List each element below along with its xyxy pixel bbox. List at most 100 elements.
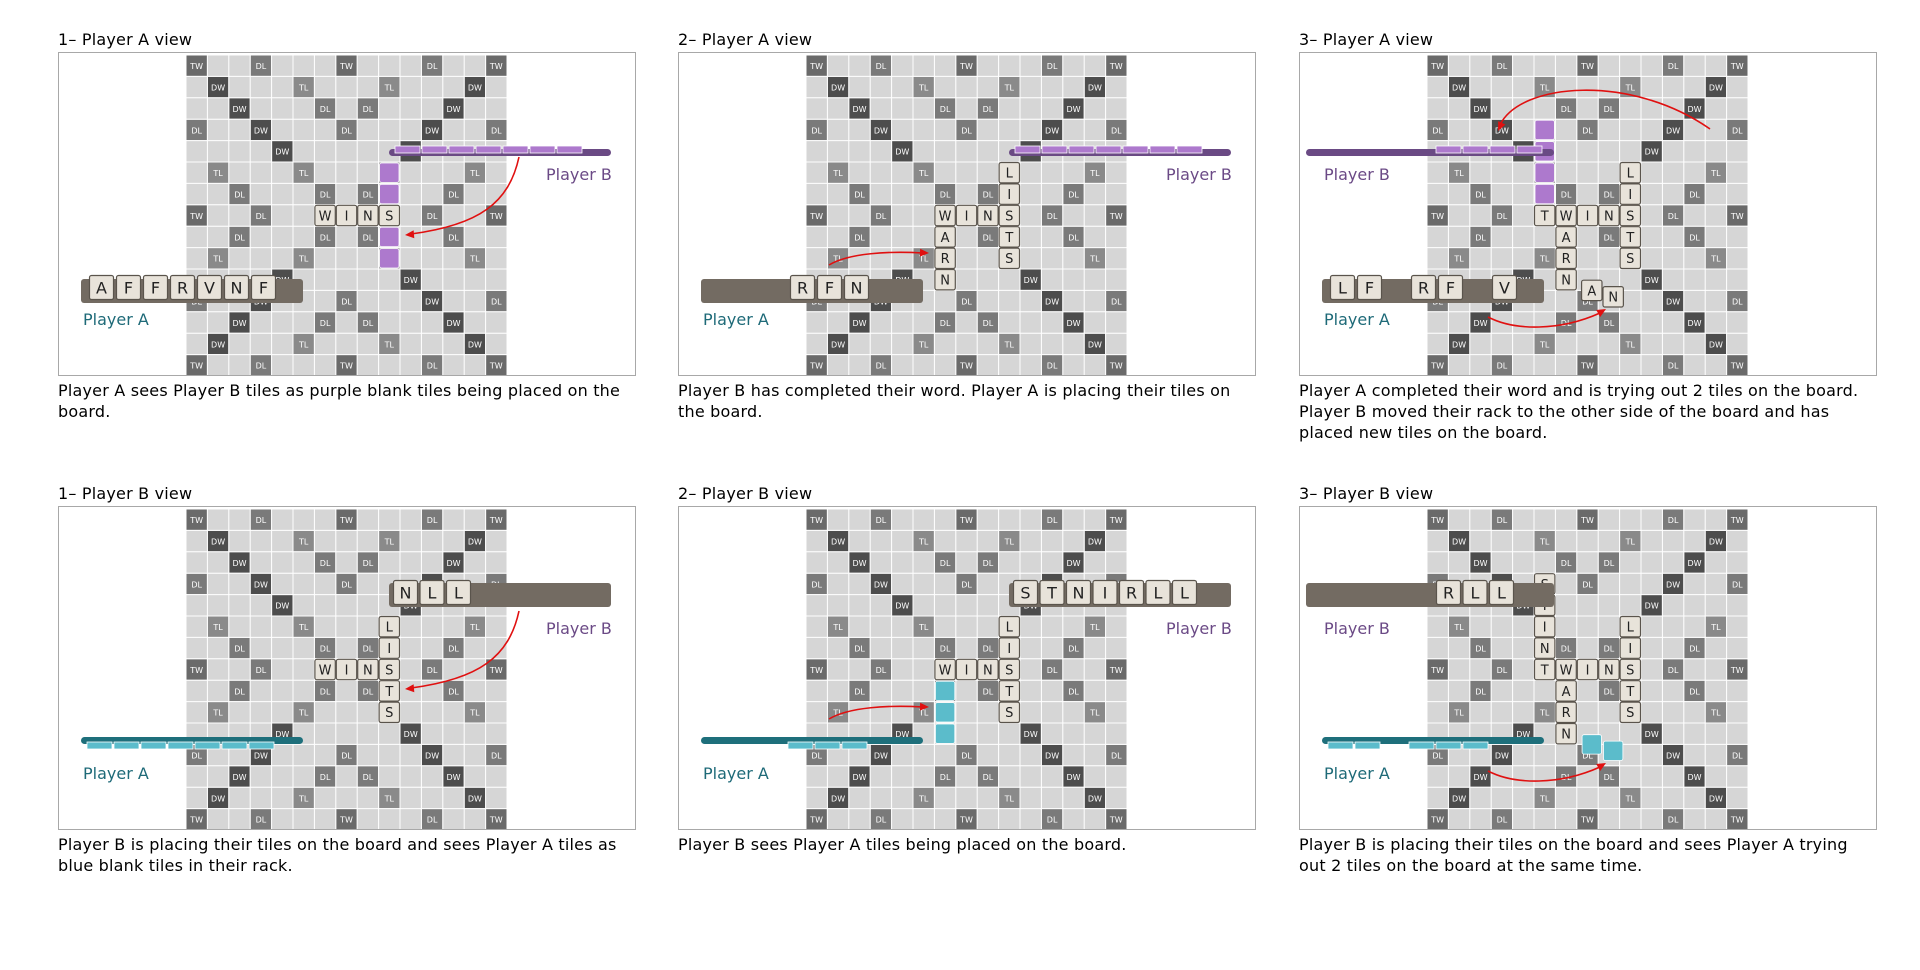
board-square: [1705, 312, 1727, 333]
premium-square: [956, 290, 977, 312]
premium-label: DW: [232, 773, 246, 782]
tile-letter: R: [1562, 706, 1571, 721]
board-square: [1084, 119, 1106, 141]
premium-square: [421, 659, 443, 680]
premium-square: [1727, 809, 1748, 829]
panel-caption: Player B sees Player A tiles being place…: [678, 835, 1127, 854]
premium-square: [1705, 702, 1727, 723]
board-square: [1041, 333, 1063, 355]
board-square: [186, 162, 207, 183]
tile-face: [1598, 658, 1620, 681]
board-square: [1577, 637, 1598, 659]
board-square: [1577, 766, 1598, 787]
premium-label: TW: [959, 816, 973, 825]
tile-letter: N: [231, 278, 243, 297]
board-square: [1491, 248, 1513, 269]
board-square: [1555, 616, 1577, 637]
board-square: [421, 269, 443, 290]
board-square: [806, 98, 827, 119]
tile-letter: W: [939, 663, 952, 678]
premium-label: DW: [874, 752, 888, 761]
board-square: [806, 680, 827, 702]
trial-blank-tile: [1581, 734, 1602, 755]
premium-label: TW: [809, 212, 823, 221]
premium-label: DL: [320, 191, 331, 200]
premium-label: DW: [468, 84, 482, 93]
premium-square: [956, 509, 977, 530]
tile-letter: W: [1560, 209, 1573, 224]
board-square: [1555, 76, 1577, 98]
premium-label: TW: [189, 666, 203, 675]
premium-square: [186, 355, 207, 375]
board-square: [357, 141, 379, 162]
premium-label: DL: [961, 580, 972, 589]
premium-label: TL: [1004, 538, 1015, 547]
board-square: [977, 355, 999, 375]
board-square: [272, 637, 293, 659]
premium-label: DL: [341, 126, 352, 135]
board-square: [464, 55, 486, 76]
board-square: [486, 98, 507, 119]
tile-letter: W: [939, 209, 952, 224]
board-square: [913, 205, 934, 226]
premium-label: DL: [940, 105, 951, 114]
placed-tile: L: [998, 161, 1021, 184]
premium-label: DW: [1495, 126, 1509, 135]
board-square: [293, 552, 314, 573]
premium-label: DL: [876, 666, 887, 675]
board-square: [229, 787, 250, 809]
board-square: [443, 55, 464, 76]
premium-label: TW: [959, 62, 973, 71]
premium-square: [849, 183, 870, 205]
board-square: [1727, 141, 1748, 162]
tile-face: [1619, 247, 1642, 270]
rack-blank-tile: [1014, 145, 1041, 154]
board-square: [913, 312, 934, 333]
premium-label: DW: [468, 340, 482, 349]
premium-square: [293, 333, 314, 355]
premium-label: DL: [1604, 559, 1615, 568]
premium-label: DL: [1047, 62, 1058, 71]
board-square: [1448, 509, 1470, 530]
board-square: [400, 509, 421, 530]
premium-square: [892, 141, 913, 162]
board-square: [336, 530, 357, 552]
premium-square: [956, 573, 977, 595]
board-square: [977, 162, 999, 183]
premium-square: [229, 226, 250, 248]
board-square: [464, 183, 486, 205]
placed-tile: S: [998, 701, 1021, 724]
board-square: [934, 787, 956, 809]
premium-square: [1427, 55, 1448, 76]
board-square: [1684, 616, 1705, 637]
premium-label: TL: [1539, 794, 1550, 803]
rack-tile: F: [1356, 274, 1383, 301]
premium-square: [1427, 119, 1448, 141]
premium-label: DW: [1066, 105, 1080, 114]
board-square: [849, 573, 870, 595]
board-square: [336, 98, 357, 119]
board-square: [1513, 333, 1534, 355]
placed-tile: W: [934, 204, 956, 227]
premium-label: TW: [1580, 816, 1594, 825]
board-square: [849, 702, 870, 723]
board-square: [913, 509, 934, 530]
board-square: [421, 530, 443, 552]
premium-square: [977, 637, 999, 659]
board-square: [999, 355, 1020, 375]
board-square: [999, 809, 1020, 829]
premium-label: DL: [341, 298, 352, 307]
premium-label: TL: [212, 255, 223, 264]
premium-label: TL: [1453, 255, 1464, 264]
board-square: [400, 183, 421, 205]
board-square: [806, 702, 827, 723]
board-square: [443, 355, 464, 375]
board-square: [849, 787, 870, 809]
premium-square: [999, 76, 1020, 98]
premium-label: TW: [189, 816, 203, 825]
premium-label: DW: [1452, 340, 1466, 349]
placed-tile: W: [1555, 658, 1577, 681]
board-square: [849, 76, 870, 98]
board-square: [934, 809, 956, 829]
premium-label: DL: [191, 126, 202, 135]
